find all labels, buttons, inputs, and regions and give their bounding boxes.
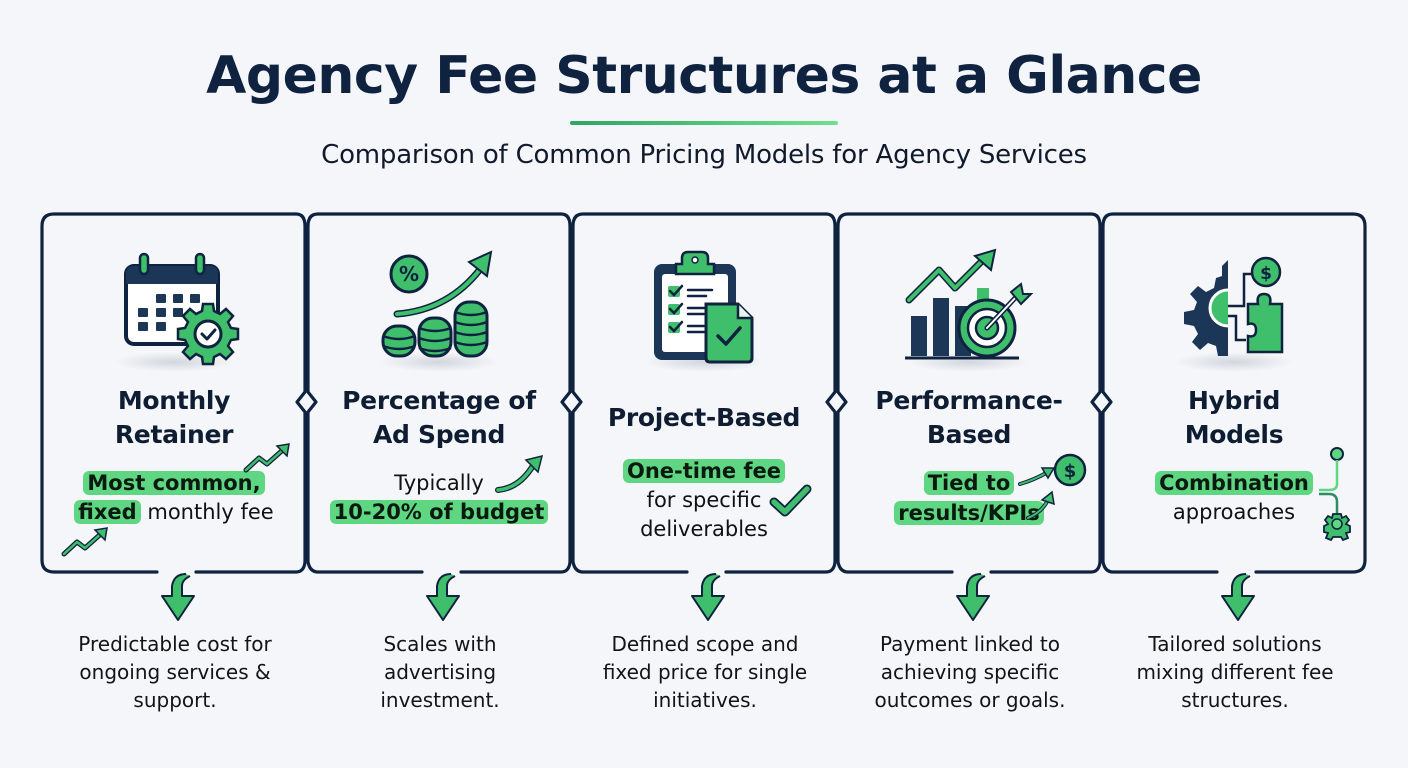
benefit-text-ad-spend: Scales with advertising investment. <box>380 632 500 712</box>
benefit-text-project-based: Defined scope and fixed price for single… <box>602 632 808 712</box>
highlight: 10-20% of budget <box>329 500 549 524</box>
card-description: One-time fee for specific deliverables <box>573 457 835 544</box>
benefit-text-performance-based: Payment linked to achieving specific out… <box>874 632 1066 712</box>
highlight: Tied to <box>923 471 1015 495</box>
card-title: Monthly Retainer <box>114 386 234 449</box>
card-percentage-of-ad-spend: % Percentage of Ad Spend Typically 10-20… <box>308 214 570 570</box>
highlight: Most common, <box>83 471 265 495</box>
card-description: Typically 10-20% of budget <box>308 469 570 527</box>
trend-arrow-icon <box>61 527 108 557</box>
title-underline <box>570 121 838 125</box>
highlight: Combination <box>1155 471 1313 495</box>
card-description: Most common, fixed monthly fee <box>43 469 305 527</box>
trend-arrow-icon <box>243 443 290 473</box>
down-arrow-icon <box>956 573 990 621</box>
dollar-reward-icon: $ <box>1018 453 1087 520</box>
card-title: Project-Based <box>607 403 801 432</box>
card-description: Tied to results/KPIs <box>838 468 1100 528</box>
highlight: results/KPIs <box>894 501 1044 525</box>
clipboard-checklist-icon <box>654 250 754 364</box>
chart-target-icon <box>905 248 1034 360</box>
benefit-text-monthly-retainer: Predictable cost for ongoing services & … <box>78 632 272 712</box>
card-hybrid-models: $ Hybrid Models Combination approaches <box>1103 214 1365 570</box>
branch-connector-icon <box>1319 447 1351 542</box>
card-title: Hybrid Models <box>1184 386 1284 449</box>
growth-arrow-icon <box>495 454 544 493</box>
card-performance-based: Performance- Based Tied to results/KPIs … <box>838 214 1100 570</box>
highlight: One-time fee <box>622 459 786 483</box>
gear-puzzle-dollar-icon: $ <box>1184 256 1284 356</box>
down-arrow-icon <box>1221 573 1255 621</box>
card-title: Performance- Based <box>875 386 1063 449</box>
down-arrow-icon <box>426 573 460 621</box>
percent-coins-icon: % <box>381 250 493 358</box>
highlight: fixed <box>74 500 141 524</box>
svg-text:$: $ <box>1064 461 1077 482</box>
page-title: Agency Fee Structures at a Glance <box>206 46 1202 106</box>
card-project-based: Project-Based One-time fee for specific … <box>573 214 835 570</box>
card-monthly-retainer: Monthly Retainer Most common, fixed mont… <box>43 214 305 570</box>
svg-text:$: $ <box>1260 264 1272 284</box>
checkmark-icon <box>769 484 812 517</box>
benefit-text-hybrid: Tailored solutions mixing different fee … <box>1136 632 1334 712</box>
down-arrow-icon <box>691 573 725 621</box>
down-arrow-icon <box>161 573 195 621</box>
card-title: Percentage of Ad Spend <box>342 386 536 449</box>
page-subtitle: Comparison of Common Pricing Models for … <box>321 140 1087 170</box>
card-description: Combination approaches <box>1103 469 1365 527</box>
calendar-gear-icon <box>124 252 240 366</box>
svg-text:%: % <box>399 262 419 286</box>
